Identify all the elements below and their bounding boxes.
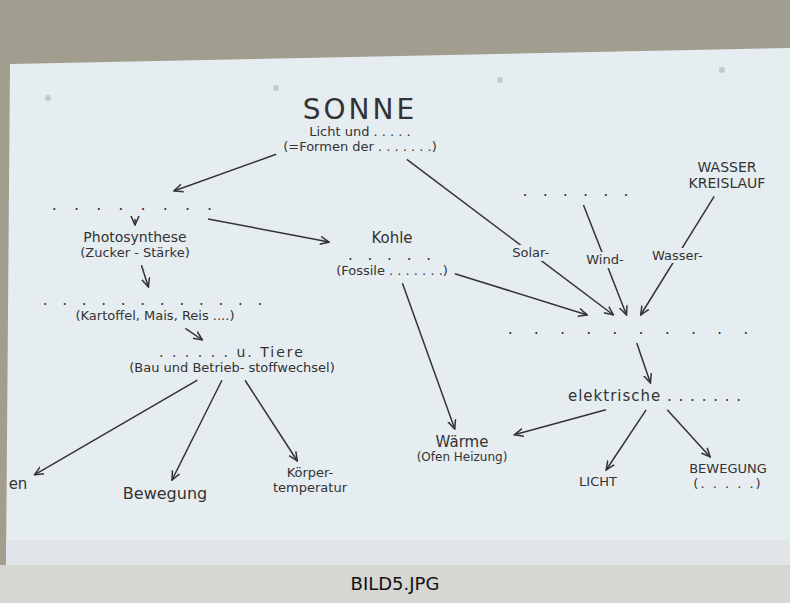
arrow-connector xyxy=(141,265,148,287)
node-text: (=Formen der . . . . . . .) xyxy=(283,140,437,155)
paper-sheet xyxy=(6,48,790,565)
node-text: Körper- temperatur xyxy=(259,466,361,495)
concept-node: SONNELicht und . . . . .(=Formen der . .… xyxy=(279,92,441,156)
arrow-connector xyxy=(637,343,651,383)
concept-node: elektrische . . . . . . . xyxy=(564,386,746,407)
concept-node: . . . . . . . . . . xyxy=(504,318,761,340)
node-text: . . . . . . . . . . . . xyxy=(43,292,268,309)
concept-node: en xyxy=(5,474,32,495)
concept-node: . . . . . . u. Tiere(Bau und Betrieb- st… xyxy=(125,343,339,377)
arrow-connector xyxy=(583,205,626,315)
node-text: (Bau und Betrieb- stoffwechsel) xyxy=(129,361,335,376)
concept-node: BEWEGUNG(. . . . .) xyxy=(685,460,771,493)
node-text: elektrische . . . . . . . xyxy=(568,388,742,405)
caption-bar xyxy=(0,565,790,603)
edge-label: Solar- xyxy=(509,245,552,261)
node-text: (Zucker - Stärke) xyxy=(80,246,190,261)
node-text: . . . . . . . . xyxy=(52,196,218,214)
concept-node: LICHT xyxy=(575,473,621,492)
arrow-connector xyxy=(641,196,715,315)
arrow-connector xyxy=(172,380,222,480)
node-text: en xyxy=(9,476,28,493)
arrow-connector xyxy=(245,380,297,461)
node-text: (Ofen Heizung) xyxy=(417,451,508,464)
node-text: Kohle xyxy=(336,230,448,247)
concept-node: . . . . . . . . xyxy=(48,194,222,216)
concept-node: Wärme(Ofen Heizung) xyxy=(413,432,512,466)
node-text: LICHT xyxy=(579,475,617,490)
node-text: WASSER KREISLAUF xyxy=(679,160,775,191)
concept-node: Photosynthese(Zucker - Stärke) xyxy=(76,228,194,262)
edge-label: Wind- xyxy=(583,252,626,268)
pin-hole xyxy=(719,67,725,73)
node-text: (Kartoffel, Mais, Reis ....) xyxy=(43,309,268,324)
arrow-connector xyxy=(174,154,276,191)
pin-hole xyxy=(45,95,51,101)
node-text: . . . . . . . . . . xyxy=(508,320,757,338)
node-text: Licht und . . . . . xyxy=(283,125,437,140)
node-text: Photosynthese xyxy=(80,230,190,246)
arrow-connector xyxy=(134,219,136,225)
concept-node: WASSER KREISLAUF xyxy=(675,158,779,193)
concept-node: Bewegung xyxy=(119,483,211,505)
edge-label: Wasser- xyxy=(649,248,706,264)
pin-hole xyxy=(497,77,503,83)
node-text: Bewegung xyxy=(123,485,207,503)
arrow-connector xyxy=(514,410,606,435)
arrow-connector xyxy=(208,219,329,242)
node-text: . . . . . . xyxy=(523,182,634,200)
node-text: . . . . . . u. Tiere xyxy=(129,345,335,361)
node-text: (. . . . .) xyxy=(689,477,767,492)
concept-node: Kohle. . . . .(Fossile . . . . . . .) xyxy=(332,228,452,280)
pin-hole xyxy=(273,85,279,91)
arrow-connector xyxy=(402,283,454,429)
concept-node: Körper- temperatur xyxy=(255,464,365,497)
node-text: (Fossile . . . . . . .) xyxy=(336,264,448,279)
arrow-connector xyxy=(455,274,587,315)
arrow-connector xyxy=(606,410,646,470)
paper-shadow xyxy=(6,540,790,565)
concept-node: . . . . . . . . . . . .(Kartoffel, Mais,… xyxy=(39,290,272,325)
image-caption: BILD5.JPG xyxy=(0,565,790,603)
node-text: BEWEGUNG xyxy=(689,462,767,477)
arrow-connector xyxy=(34,380,197,475)
node-text: . . . . . xyxy=(336,247,448,264)
arrow-connector xyxy=(667,410,710,457)
node-text: SONNE xyxy=(283,94,437,125)
node-text: Wärme xyxy=(417,434,508,451)
concept-node: . . . . . . xyxy=(519,180,638,202)
arrow-connector xyxy=(185,328,202,340)
